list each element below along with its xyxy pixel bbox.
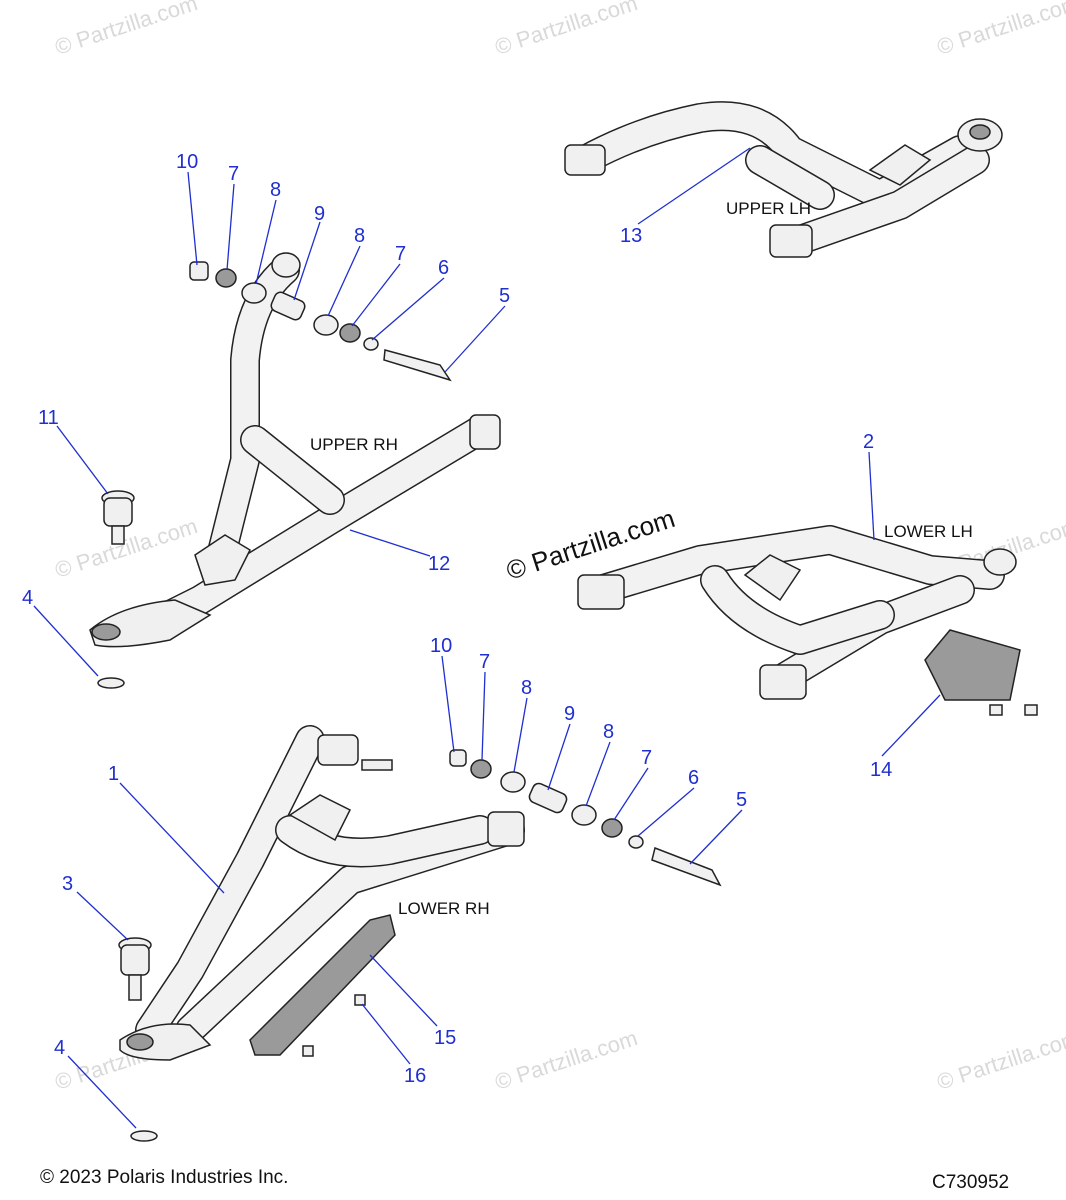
diagram-code: C730952 [932, 1172, 1009, 1193]
section-labels: UPPER LH UPPER RH LOWER LH LOWER RH [310, 199, 973, 918]
callout-11[interactable]: 11 [38, 407, 59, 429]
callout-9[interactable]: 9 [314, 203, 325, 225]
callout-6[interactable]: 6 [438, 257, 449, 279]
callout-8[interactable]: 8 [270, 179, 281, 201]
callout-7[interactable]: 7 [479, 651, 490, 673]
callout-5[interactable]: 5 [499, 285, 510, 307]
callout-9[interactable]: 9 [564, 703, 575, 725]
callout-4[interactable]: 4 [54, 1037, 65, 1059]
label-lower-rh: LOWER RH [398, 899, 490, 918]
callout-8[interactable]: 8 [603, 721, 614, 743]
callout-10[interactable]: 10 [430, 635, 452, 657]
callout-16[interactable]: 16 [404, 1065, 426, 1087]
label-upper-lh: UPPER LH [726, 199, 811, 218]
callout-2[interactable]: 2 [863, 431, 874, 453]
label-upper-rh: UPPER RH [310, 435, 398, 454]
callout-13[interactable]: 13 [620, 225, 642, 247]
callout-10[interactable]: 10 [176, 151, 198, 173]
copyright-text: © 2023 Polaris Industries Inc. [40, 1167, 288, 1188]
leader-lines [33, 147, 941, 1129]
callout-1[interactable]: 1 [108, 763, 119, 785]
upper-lh-arm [564, 101, 1003, 258]
lower-lh-arm [577, 525, 1017, 700]
upper-hardware [189, 261, 452, 382]
callout-7[interactable]: 7 [641, 747, 652, 769]
upper-rh-arm [89, 252, 501, 648]
callout-6[interactable]: 6 [688, 767, 699, 789]
lower-lh-guard [924, 629, 1038, 716]
callout-14[interactable]: 14 [870, 759, 892, 781]
watermark: © Partzilla.com [934, 1025, 1066, 1095]
lower-hardware [449, 749, 722, 887]
callout-12[interactable]: 12 [428, 553, 450, 575]
label-lower-lh: LOWER LH [884, 522, 973, 541]
watermark: © Partzilla.com [492, 0, 641, 60]
watermark: © Partzilla.com [934, 0, 1066, 60]
callout-8[interactable]: 8 [521, 677, 532, 699]
lower-rh-guard [249, 914, 396, 1057]
footer: © 2023 Polaris Industries Inc. C730952 [40, 1167, 1009, 1193]
ball-joints [97, 490, 158, 1142]
callouts: 10 7 8 9 8 7 6 5 11 4 12 13 2 14 10 7 8 … [22, 151, 892, 1087]
callout-15[interactable]: 15 [434, 1027, 456, 1049]
watermark: © Partzilla.com [52, 0, 201, 60]
callout-8[interactable]: 8 [354, 225, 365, 247]
callout-7[interactable]: 7 [395, 243, 406, 265]
callout-3[interactable]: 3 [62, 873, 73, 895]
lower-rh-arm [119, 725, 525, 1061]
callout-5[interactable]: 5 [736, 789, 747, 811]
callout-4[interactable]: 4 [22, 587, 33, 609]
callout-7[interactable]: 7 [228, 163, 239, 185]
watermark: © Partzilla.com [492, 1025, 641, 1095]
